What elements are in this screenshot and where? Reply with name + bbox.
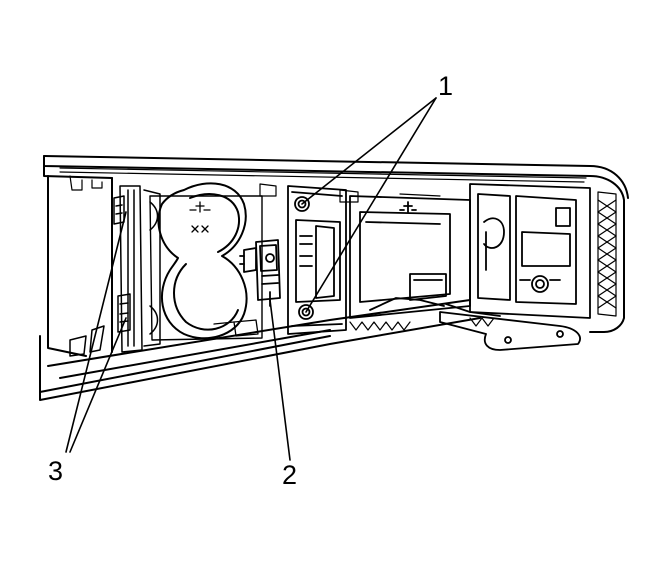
callout-3: 3 <box>48 456 64 486</box>
lower-trim-teeth <box>349 317 495 331</box>
upper-fastener <box>294 196 310 212</box>
leader-line-1-lower <box>305 97 437 313</box>
leader-line-2 <box>269 299 291 461</box>
leader-lines <box>65 97 437 461</box>
leader-line-3-lower <box>69 317 127 453</box>
cup-holder <box>149 182 263 341</box>
lower-fastener <box>298 304 314 320</box>
rim-detail-lines <box>59 167 587 203</box>
callout-1: 1 <box>438 71 454 101</box>
left-bracket-assembly <box>69 185 161 357</box>
electrical-connector <box>239 239 281 307</box>
interior-housing <box>349 195 471 319</box>
cup-holder-markings <box>189 201 259 337</box>
center-module <box>287 185 347 335</box>
mounting-plate <box>439 303 581 351</box>
end-grille <box>597 191 617 317</box>
leader-line-3-upper <box>65 211 127 453</box>
latch-mechanism <box>469 183 591 319</box>
leader-line-1-upper <box>301 97 437 205</box>
callout-2: 2 <box>282 460 298 490</box>
